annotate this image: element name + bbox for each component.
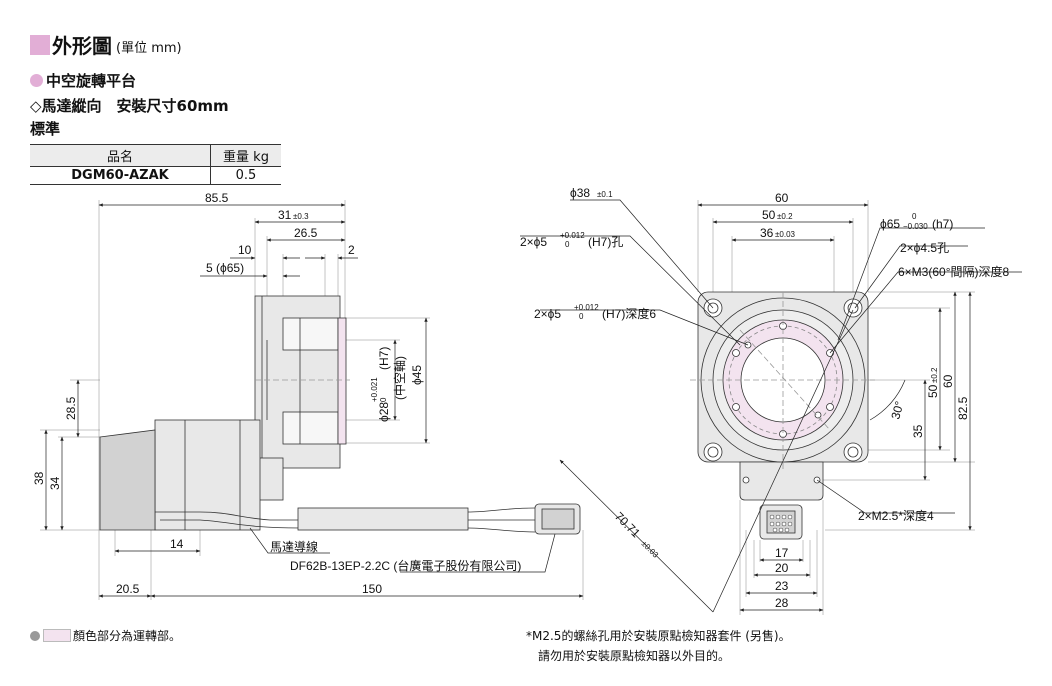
dim-34: 34 [48,476,62,490]
legend-bullet-icon [30,630,40,641]
title-unit: (單位 mm) [116,40,182,56]
dim-28: 28 [775,596,789,610]
dim-14: 14 [170,537,184,551]
m25-callout: 2×M2.5*深度4 [858,508,934,523]
phi65-fit: (h7) [932,217,953,231]
dim-26-5: 26.5 [294,226,318,240]
dim-50-right-tol: ±0.2 [930,367,939,383]
bullet-circle-icon [30,74,43,87]
dim-28-5: 28.5 [64,396,78,420]
dim-2: 2 [348,243,355,257]
spec-table-header: 品名 重量 kg [30,144,281,167]
dim-50: 50 [762,208,776,222]
dim-20: 20 [775,561,789,575]
title-text: 外形圖 [52,34,112,58]
pin-deep-callout: 2×ϕ5 [534,307,561,321]
side-dimensions [44,203,584,598]
phi65-callout: ϕ65 [880,217,900,231]
dim-10: 10 [238,243,252,257]
dim-38: 38 [32,471,46,485]
note-line-2: 請勿用於安裝原點檢知器以外目的。 [538,649,731,663]
phi65-tol-dn: −0.030 [903,222,928,231]
dim-phi28-fit: (H7) [377,347,391,370]
phi45-holes-callout: 2×ϕ4.5孔 [900,241,949,255]
pin-hole-tol-dn: 0 [565,240,570,249]
connector-callout: DF62B-13EP-2.2C (台廣電子股份有限公司) [290,558,521,573]
dim-85-5: 85.5 [205,191,229,205]
dim-50-right: 50 [926,384,940,398]
side-view [40,200,584,600]
pin-deep-tol-up: +0.012 [574,303,599,312]
hollow-shaft-label: (中空軸) [392,356,407,400]
dim-82-5: 82.5 [956,396,970,420]
side-labels: 85.5 31 ±0.3 26.5 10 2 5 (ϕ65) 28.5 38 3… [32,191,521,596]
phi65-tol-up: 0 [912,212,917,221]
model-cell: DGM60-AZAK [30,166,211,185]
front-labels: 60 50 ±0.2 36 ±0.03 82.5 60 50 ±0.2 35 3… [520,186,1009,610]
dim-5: 5 (ϕ65) [206,261,244,275]
dim-36: 36 [760,226,774,240]
phi38-tol: ±0.1 [597,190,613,199]
product-heading: 中空旋轉平台 [30,70,136,91]
dim-31-tol: ±0.3 [293,212,309,221]
title-marker-icon [30,34,50,55]
header-weight: 重量 kg [210,144,281,167]
dim-17: 17 [775,546,789,560]
header-model: 品名 [30,144,211,167]
note-line-1: *M2.5的螺絲孔用於安裝原點檢知器套件 (另售)。 [526,629,791,643]
dim-23: 23 [775,579,789,593]
dim-20-5: 20.5 [116,582,140,596]
angle-30: 30° [888,399,906,420]
front-view [690,200,975,615]
product-name: 中空旋轉平台 [46,72,137,90]
dim-50-tol: ±0.2 [777,212,793,221]
mount-heading: ◇馬達縱向 安裝尺寸60mm [30,97,229,115]
dim-36-tol: ±0.03 [775,230,796,239]
dim-70-71: 70.71 [612,509,643,540]
legend-swatch [43,629,71,642]
phi38-callout: ϕ38 [570,186,590,200]
pin-hole-callout: 2×ϕ5 [520,235,547,249]
pin-deep-tol-dn: 0 [579,312,584,321]
dim-60-right: 60 [941,374,955,388]
pin-deep-fit: (H7)深度6 [602,306,656,321]
front-dimensions [520,199,1022,613]
page-title: 外形圖 (單位 mm) [30,30,182,59]
dim-60-top: 60 [775,191,789,205]
pin-hole-fit: (H7)孔 [588,235,623,249]
standard-heading: 標準 [30,120,61,138]
m3-callout: 6×M3(60°間隔)深度8 [898,264,1009,279]
table-row: DGM60-AZAK 0.5 [30,166,281,185]
dim-phi28: ϕ28 [377,402,391,422]
pin-hole-tol-up: +0.012 [560,231,585,240]
dim-phi45: ϕ45 [410,365,424,385]
dim-150: 150 [362,582,382,596]
weight-cell: 0.5 [210,166,281,185]
color-legend: 顏色部分為運轉部。 [30,627,181,644]
spec-table: 品名 重量 kg DGM60-AZAK 0.5 [30,144,281,185]
cable-callout: 馬達導線 [270,539,318,554]
legend-text: 顏色部分為運轉部。 [73,629,182,643]
dim-phi28-tol-dn: 0 [379,397,388,402]
dim-phi28-tol-up: +0.021 [370,377,379,402]
dim-31: 31 [278,208,292,222]
dim-35: 35 [911,424,925,438]
